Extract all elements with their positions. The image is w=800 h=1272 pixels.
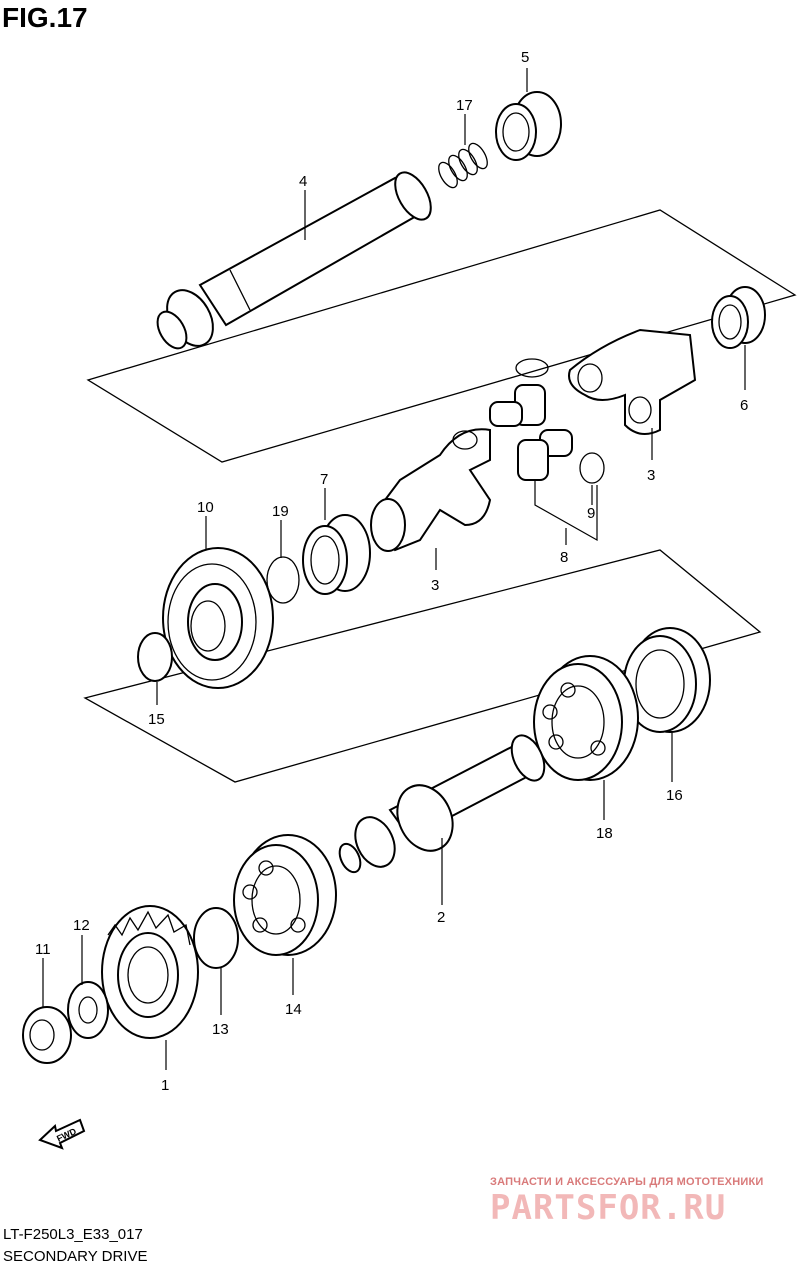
callout-14: 14 (285, 1001, 302, 1018)
part-3-yoke-right[interactable] (568, 328, 697, 435)
callout-7: 7 (320, 471, 328, 488)
callout-3b: 3 (431, 577, 439, 594)
diagram-name: SECONDARY DRIVE (3, 1248, 148, 1265)
part-18-ball-bearing[interactable] (533, 655, 639, 781)
callout-12: 12 (73, 917, 90, 934)
callout-19: 19 (272, 503, 289, 520)
callout-4: 4 (299, 173, 307, 190)
callout-1: 1 (161, 1077, 169, 1094)
part-15-o-ring[interactable] (137, 632, 173, 682)
callout-9: 9 (587, 505, 595, 522)
fwd-arrow-icon: FWD (38, 1118, 86, 1150)
callout-17: 17 (456, 97, 473, 114)
part-4-shaft[interactable] (152, 166, 439, 353)
part-3-yoke-left[interactable] (370, 428, 492, 552)
callout-8: 8 (560, 549, 568, 566)
watermark-tagline: ЗАПЧАСТИ И АКСЕССУАРЫ ДЛЯ МОТОТЕХНИКИ (490, 1176, 764, 1188)
part-5-seal[interactable] (495, 91, 562, 161)
part-8-universal-joint[interactable] (489, 358, 573, 481)
part-12-washer[interactable] (67, 981, 109, 1039)
diagram-code: LT-F250L3_E33_017 (3, 1226, 143, 1243)
leader-lines (42, 68, 746, 1070)
callout-13: 13 (212, 1021, 229, 1038)
figure-title: FIG.17 (2, 2, 88, 33)
callout-10: 10 (197, 499, 214, 516)
part-10-flange[interactable] (162, 547, 274, 689)
upper-section-frame (86, 209, 797, 463)
callout-3a: 3 (647, 467, 655, 484)
part-11-nut[interactable] (22, 1006, 72, 1064)
part-17-spring[interactable] (435, 140, 491, 190)
part-6-seal[interactable] (711, 286, 766, 349)
callout-6: 6 (740, 397, 748, 414)
part-7-bearing[interactable] (302, 514, 371, 595)
callout-11: 11 (35, 941, 51, 958)
callout-5: 5 (521, 49, 529, 66)
callout-18: 18 (596, 825, 613, 842)
part-1-bevel-gear[interactable] (101, 905, 199, 1039)
part-16-bearing[interactable] (623, 627, 711, 733)
callout-2: 2 (437, 909, 445, 926)
part-2-drive-shaft[interactable] (336, 730, 551, 875)
lower-section-frame (83, 549, 762, 783)
callout-15: 15 (148, 711, 165, 728)
part-9-circlip[interactable] (579, 452, 605, 484)
callout-16: 16 (666, 787, 683, 804)
part-14-ball-bearing[interactable] (233, 834, 337, 956)
part-13-shim[interactable] (193, 907, 239, 969)
part-19-snap-ring[interactable] (266, 556, 300, 604)
watermark-brand: PARTSFOR.RU (490, 1188, 727, 1228)
